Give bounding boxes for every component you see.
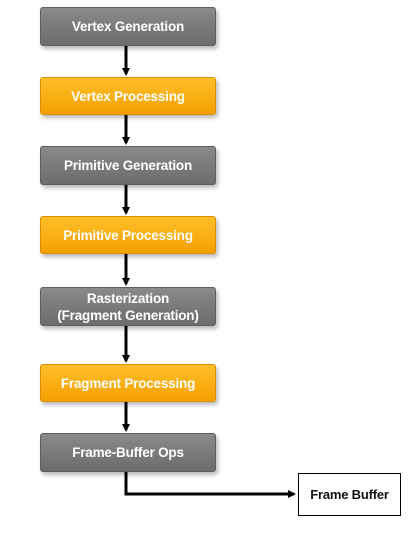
stage-vertex-generation: Vertex Generation	[40, 7, 216, 46]
stage-primitive-processing: Primitive Processing	[40, 216, 216, 254]
stage-frame-buffer-ops: Frame-Buffer Ops	[40, 433, 216, 472]
frame-buffer-box: Frame Buffer	[298, 473, 401, 516]
arrow-7	[124, 472, 296, 498]
stage-rasterization: Rasterization (Fragment Generation)	[40, 287, 216, 326]
stage-fragment-processing: Fragment Processing	[40, 364, 216, 402]
stage-vertex-processing: Vertex Processing	[40, 77, 216, 115]
stage-primitive-generation: Primitive Generation	[40, 146, 216, 185]
